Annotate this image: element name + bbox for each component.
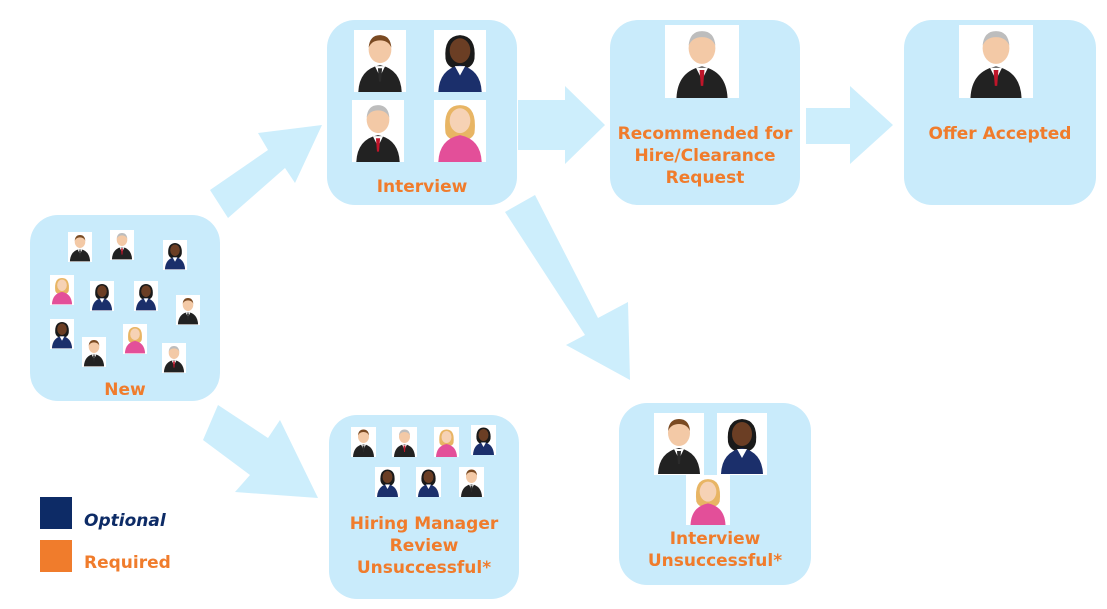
candidate-avatar-female-dark-icon [375, 467, 400, 497]
stage-recommended-for-hire: Recommended for Hire/Clearance Request [610, 20, 800, 205]
candidate-avatar-female-blonde-icon [50, 275, 74, 305]
stage-interview-unsuccessful: Interview Unsuccessful* [619, 403, 811, 585]
stage-new: New [30, 215, 220, 401]
candidate-avatar-female-dark-icon [471, 425, 496, 455]
legend-swatch-required [40, 540, 72, 572]
candidate-avatar-female-dark-icon [717, 413, 767, 475]
candidate-avatar-female-blonde-icon [686, 475, 730, 525]
candidate-avatar-male-gray-icon [392, 427, 417, 457]
stage-offer-accepted: Offer Accepted [904, 20, 1096, 205]
stage-label-interview: Interview [376, 177, 468, 197]
candidate-avatar-female-dark-icon [134, 281, 158, 311]
legend-swatch-optional [40, 497, 72, 529]
candidate-avatar-male-brown-icon [459, 467, 484, 497]
legend-label-required: Required [84, 553, 171, 573]
candidate-avatar-male-gray-icon [665, 25, 739, 98]
stage-hiring-manager-review-unsuccessful: Hiring Manager Review Unsuccessful* [329, 415, 519, 599]
candidate-avatar-female-blonde-icon [434, 100, 486, 162]
candidate-avatar-female-dark-icon [163, 240, 187, 270]
stage-label-hiring-manager-review-unsuccessful: Hiring Manager Review Unsuccessful* [349, 514, 499, 578]
candidate-avatar-female-dark-icon [90, 281, 114, 311]
candidate-avatar-male-gray-icon [110, 230, 134, 260]
candidate-avatar-male-brown-icon [354, 30, 406, 92]
candidate-avatar-female-dark-icon [416, 467, 441, 497]
stage-interview: Interview [327, 20, 517, 205]
candidate-avatar-male-brown-icon [654, 413, 704, 475]
candidate-avatar-male-brown-icon [68, 232, 92, 262]
candidate-avatar-female-dark-icon [50, 319, 74, 349]
candidate-avatar-male-brown-icon [82, 337, 106, 367]
candidate-avatar-female-dark-icon [434, 30, 486, 92]
candidate-avatar-female-blonde-icon [123, 324, 147, 354]
stage-label-recommended-for-hire: Recommended for Hire/Clearance Request [617, 124, 793, 188]
stage-label-offer-accepted: Offer Accepted [928, 124, 1072, 144]
candidate-avatar-male-brown-icon [351, 427, 376, 457]
candidate-avatar-male-gray-icon [352, 100, 404, 162]
legend-label-optional: Optional [84, 511, 166, 531]
candidate-avatar-male-gray-icon [959, 25, 1033, 98]
candidate-avatar-male-brown-icon [176, 295, 200, 325]
stage-label-interview-unsuccessful: Interview Unsuccessful* [647, 529, 783, 571]
stage-label-new: New [104, 380, 146, 400]
candidate-avatar-male-gray-icon [162, 343, 186, 373]
candidate-avatar-female-blonde-icon [434, 427, 459, 457]
